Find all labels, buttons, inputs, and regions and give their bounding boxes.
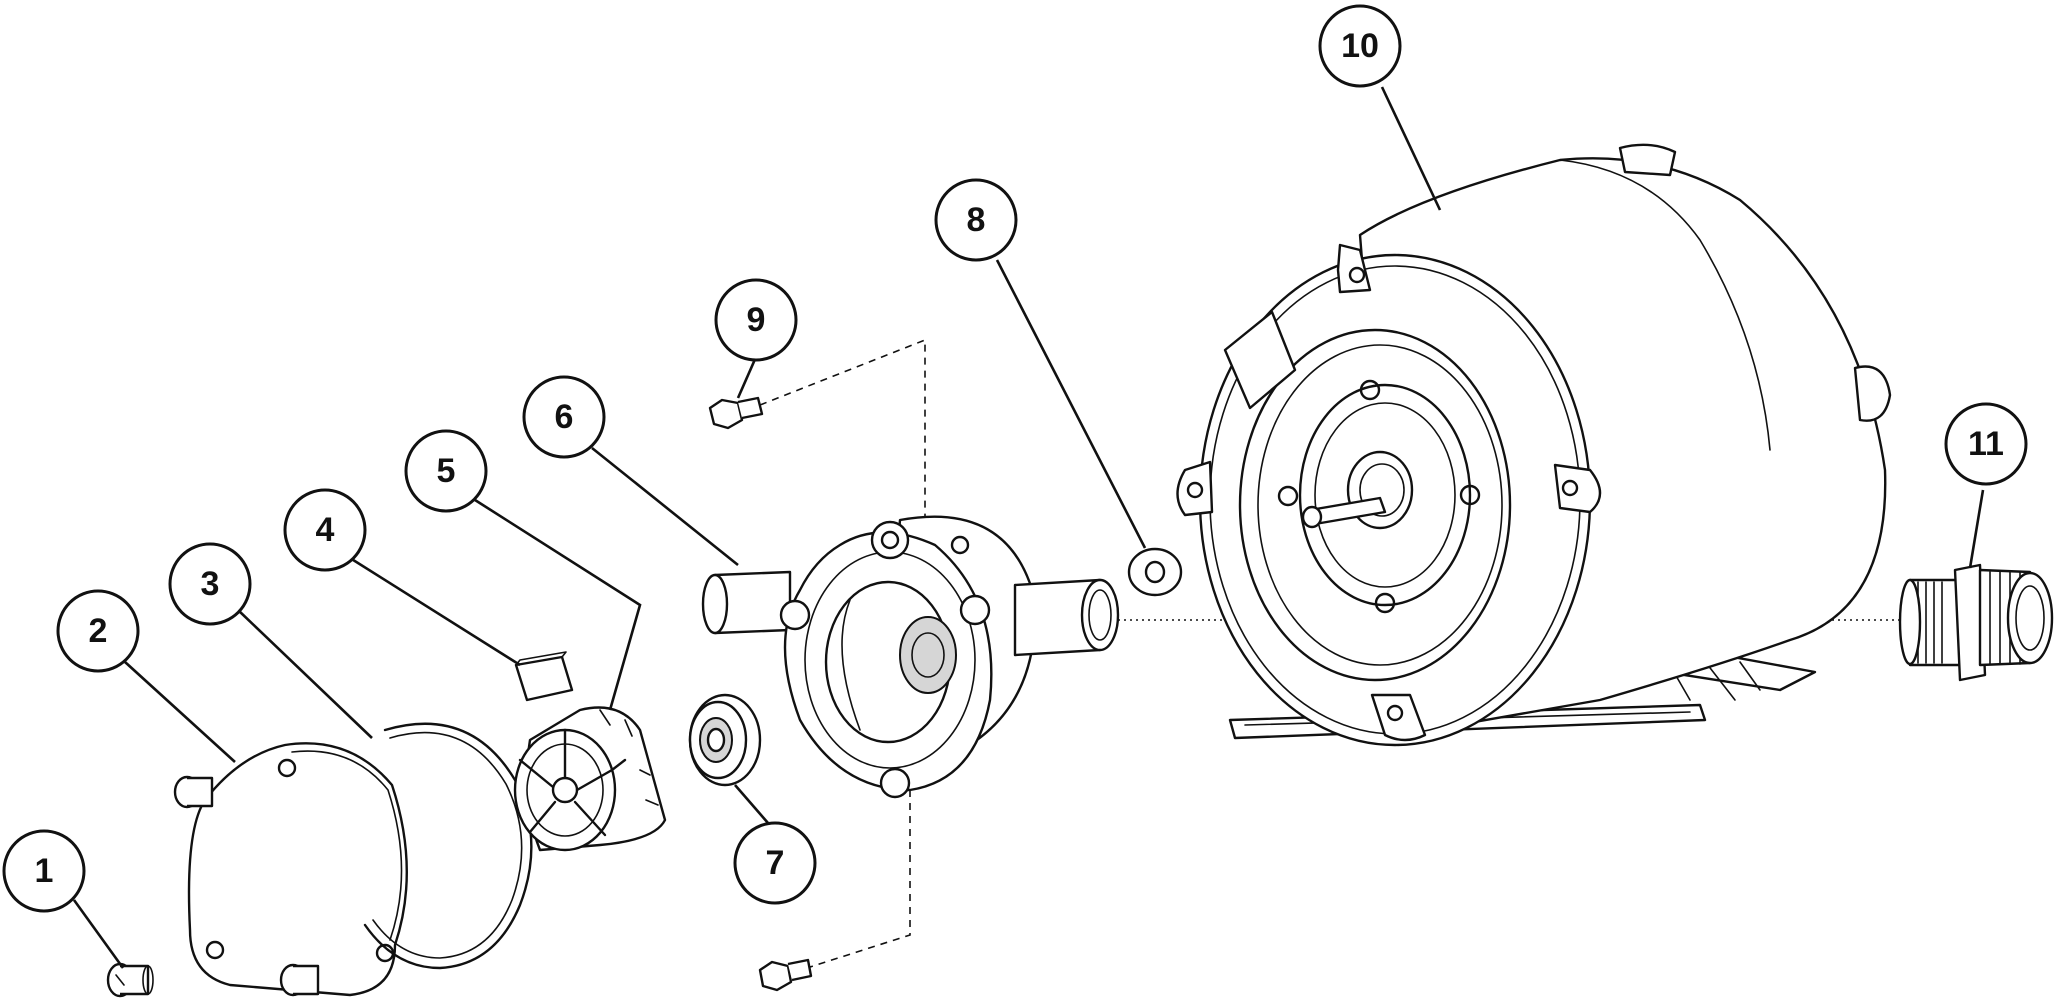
callout-8: 8 [934,178,1018,262]
callout-4-label: 4 [316,511,335,549]
bolt-part-9 [708,396,813,992]
callout-1: 1 [2,829,86,913]
leader-1 [72,899,125,969]
fitting-part-11 [1898,563,2054,682]
shaft-seal-part-7 [688,693,762,787]
leader-lines [72,86,1985,969]
callout-3-label: 3 [201,565,220,603]
o-ring-part-3 [363,722,533,970]
callout-11-label: 11 [1968,425,2004,463]
leader-2 [124,661,236,763]
callout-1-label: 1 [35,852,54,890]
callout-7-label: 7 [766,844,785,882]
callout-2-label: 2 [89,612,108,650]
cover-plate-part-2 [173,742,408,997]
washer-part-8 [1127,547,1183,597]
callout-3: 3 [168,542,252,626]
leader-11 [1968,489,1985,569]
callout-10: 10 [1318,4,1402,88]
callout-6-label: 6 [555,398,574,436]
callout-6: 6 [522,375,606,459]
callout-7: 7 [733,821,817,905]
impeller-part-5 [513,706,667,852]
callout-5-label: 5 [437,452,456,490]
callout-4: 4 [283,488,367,572]
callout-10-label: 10 [1341,27,1379,65]
leader-6 [591,446,739,567]
leader-5 [474,498,642,711]
leader-9 [736,356,758,399]
callout-9-label: 9 [747,301,766,339]
callout-9: 9 [714,278,798,362]
motor-part-10 [1176,143,1892,747]
leader-7 [734,784,769,824]
callout-2: 2 [56,589,140,673]
key-part-4 [514,651,574,702]
callout-8-label: 8 [967,201,986,239]
leader-8 [995,259,1147,549]
callout-11: 11 [1944,402,2028,486]
screw-part-1 [106,962,154,998]
leader-10 [1380,86,1442,211]
callout-5: 5 [404,429,488,513]
callouts: 1 2 3 4 5 6 7 8 [2,4,2028,913]
leader-3 [237,609,373,739]
leader-4 [349,556,521,667]
pump-body-part-6 [701,515,1120,799]
